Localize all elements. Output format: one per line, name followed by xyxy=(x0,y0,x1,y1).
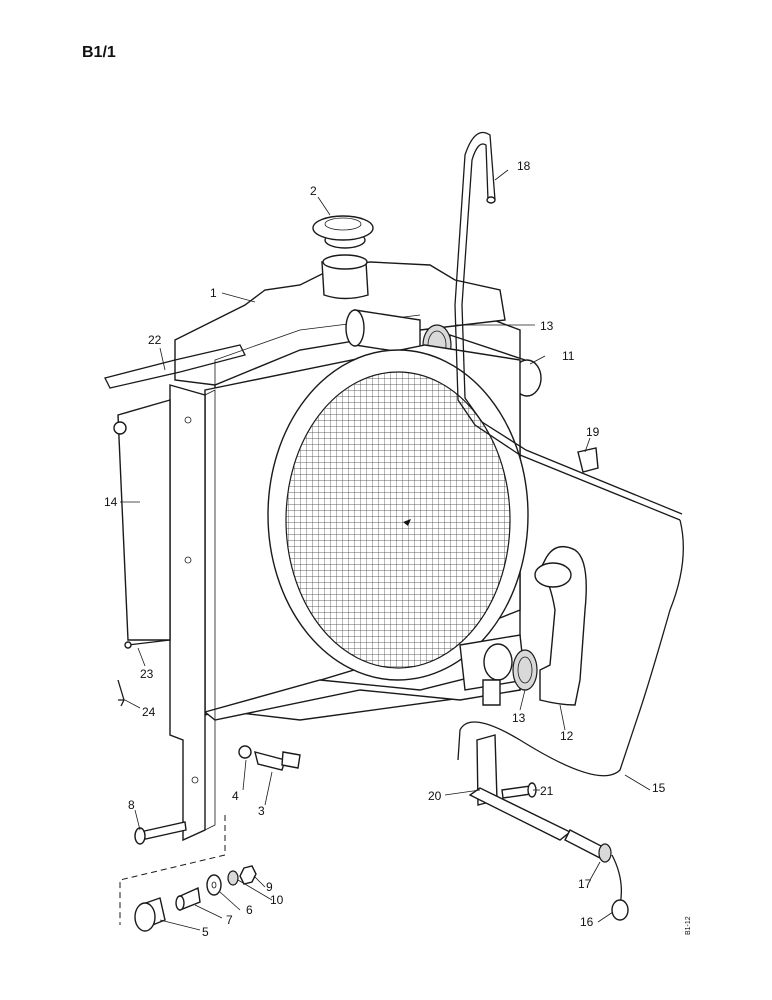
support-rod-lower xyxy=(124,639,171,649)
support-rod-upper xyxy=(104,344,246,389)
tube-clip xyxy=(577,447,599,473)
callout-18: 18 xyxy=(517,159,531,173)
side-mounting-bracket xyxy=(169,384,216,842)
callout-4: 4 xyxy=(232,789,239,803)
callout-labels: 1 2 3 4 5 6 7 8 9 10 11 12 13 13 14 15 1… xyxy=(104,159,666,939)
flat-washer xyxy=(206,874,222,896)
callout-5: 5 xyxy=(202,925,209,939)
filler-neck xyxy=(321,254,369,300)
callout-3: 3 xyxy=(258,804,265,818)
spring-washer xyxy=(227,870,239,886)
callout-19: 19 xyxy=(586,425,600,439)
callout-11: 11 xyxy=(562,349,575,363)
lower-outlet-pipe xyxy=(459,634,526,691)
lower-radiator-hose xyxy=(534,546,587,706)
callout-6: 6 xyxy=(246,903,253,917)
mounting-bolt xyxy=(134,821,187,845)
callout-10: 10 xyxy=(270,893,284,907)
overflow-tube xyxy=(454,131,683,521)
callout-8: 8 xyxy=(128,798,135,812)
callout-23: 23 xyxy=(140,667,154,681)
radiator-cap xyxy=(312,215,374,249)
callout-12: 12 xyxy=(560,729,574,743)
callout-17: 17 xyxy=(578,877,592,891)
spacer-sleeve xyxy=(175,886,201,911)
mounting-link-dashed xyxy=(119,815,226,925)
sensor-bracket xyxy=(468,734,572,841)
callout-24: 24 xyxy=(142,705,156,719)
fan-cowl-ring xyxy=(267,349,529,681)
sensor-probe xyxy=(564,829,629,921)
callout-14: 14 xyxy=(104,495,118,509)
callout-16: 16 xyxy=(580,915,594,929)
sensor-bolt xyxy=(501,782,537,799)
nut xyxy=(239,865,257,885)
radiator-bottom-tank xyxy=(203,664,521,721)
callout-13-lower: 13 xyxy=(512,711,526,725)
figure-reference: B1-12 xyxy=(685,916,692,935)
drain-tap xyxy=(238,745,301,771)
callout-15: 15 xyxy=(652,781,666,795)
page-title: B1/1 xyxy=(82,44,116,61)
callout-13-upper: 13 xyxy=(540,319,554,333)
sensor-wire xyxy=(457,519,684,777)
lower-hose-clamp xyxy=(512,649,538,691)
split-pin xyxy=(117,679,126,707)
callout-1: 1 xyxy=(210,286,217,300)
callout-7: 7 xyxy=(226,913,233,927)
callout-9: 9 xyxy=(266,880,273,894)
callout-20: 20 xyxy=(428,789,442,803)
callout-22: 22 xyxy=(148,333,162,347)
callout-2: 2 xyxy=(310,184,317,198)
leader-lines xyxy=(120,169,651,931)
callout-21: 21 xyxy=(540,784,554,798)
rubber-mount xyxy=(134,897,166,932)
right-lower-bracket xyxy=(482,679,501,706)
condenser-screen xyxy=(113,399,171,641)
